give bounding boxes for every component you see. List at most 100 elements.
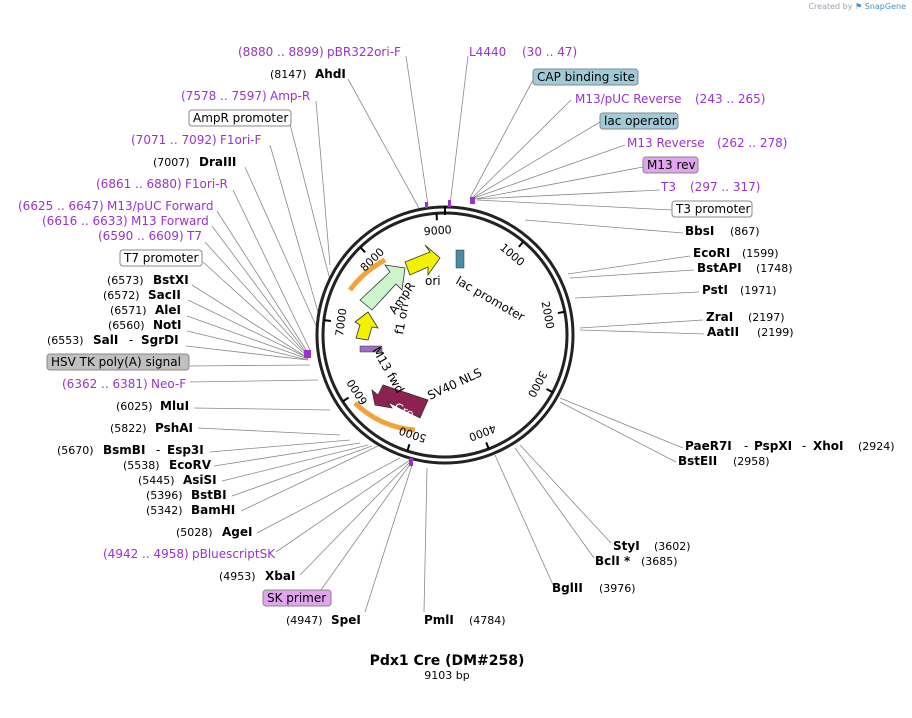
primer-mark-pbr322	[425, 202, 428, 208]
enzyme-bamhi: BamHI	[191, 503, 235, 517]
enzyme-psti-pos: (1971)	[740, 284, 777, 297]
backbone-outer	[315, 205, 575, 465]
enzyme-styi-pos: (3602)	[654, 540, 691, 553]
enzyme-alei: AleI	[155, 303, 181, 317]
terminator-box-hsv	[46, 353, 190, 371]
enzyme-bstapi: BstAPI	[697, 261, 742, 275]
enzyme-draiii: DraIII	[199, 155, 236, 169]
primer-amp-r: Amp-R	[270, 89, 310, 103]
ring-tick-label: 1000	[497, 241, 527, 269]
cre-arrow	[371, 384, 429, 419]
primer-m13puc-rev: M13/pUC Reverse	[575, 92, 682, 106]
ring-tick-mark	[485, 442, 490, 450]
ring-tick-mark	[546, 388, 554, 394]
credit-text: Created by	[808, 2, 853, 11]
primer-f1ori-f: F1ori-F	[220, 133, 261, 147]
ring-tick-label: 3000	[525, 369, 550, 400]
enzyme-bglii: BglII	[552, 581, 583, 595]
enzyme-xhoi: XhoI	[813, 439, 844, 453]
separator-dash: -	[802, 439, 806, 453]
enzyme-agei: AgeI	[222, 525, 252, 539]
ring-tick-mark	[518, 240, 525, 248]
enzyme-aatii: AatII	[707, 325, 739, 339]
separator-dash: -	[129, 333, 133, 347]
primer-l4440-range: (30 .. 47)	[522, 45, 577, 59]
enzyme-bsteii-pos: (2958)	[733, 455, 770, 468]
enzyme-pspxi: PspXI	[754, 439, 792, 453]
primer-sk-primer: SK primer	[267, 591, 326, 605]
enzyme-asisi-pos: (5445)	[138, 474, 175, 487]
enzyme-bbsi: BbsI	[685, 224, 714, 238]
primer-m13-forward-range: (6616 .. 6633)	[42, 214, 128, 228]
primer-f1ori-r: F1ori-R	[185, 177, 228, 191]
ring-features	[304, 197, 475, 466]
enzyme-xhoi-pos: (2924)	[858, 440, 895, 453]
primer-mark-l4440	[448, 200, 451, 207]
enzyme-ecorv-pos: (5538)	[123, 459, 160, 472]
enzyme-sali-pos: (6553)	[47, 334, 84, 347]
snapgene-credit: Created by ⚑ SnapGene	[808, 2, 906, 11]
feature-box-t7-promoter	[119, 249, 203, 267]
enzyme-mlui-pos: (6025)	[116, 400, 153, 413]
feature-lac-operator: lac operator	[604, 114, 677, 128]
feature-box-cap	[532, 68, 639, 86]
primer-m13-forward: M13 Forward	[131, 214, 209, 228]
ring-tick-label: 2000	[539, 300, 557, 330]
ring-tick-mark	[323, 319, 331, 322]
primer-pbluescriptsk: pBluescriptSK	[192, 547, 276, 561]
primer-pbluescriptsk-range: (4942 .. 4958)	[103, 547, 189, 561]
enzyme-sacii: SacII	[148, 288, 181, 302]
primer-m13-rev: M13 rev	[647, 158, 696, 172]
primer-m13puc-rev-range: (243 .. 265)	[695, 92, 765, 106]
primer-m13puc-fwd: M13/pUC Forward	[107, 199, 214, 213]
primer-t3-range: (297 .. 317)	[690, 180, 760, 194]
cre-highlight-arc	[353, 401, 416, 433]
enzyme-sacii-pos: (6572)	[103, 289, 140, 302]
enzyme-ecori: EcoRI	[693, 246, 730, 260]
primer-f1ori-r-range: (6861 .. 6880)	[96, 177, 182, 191]
ring-tick-mark	[342, 396, 350, 403]
primer-m13puc-fwd-range: (6625 .. 6647)	[18, 199, 104, 213]
right-labels: L4440 (30 .. 47) CAP binding site M13/pU…	[424, 45, 895, 627]
enzyme-xbai: XbaI	[265, 569, 295, 583]
primer-t3: T3	[660, 180, 676, 194]
enzyme-zrai-pos: (2197)	[748, 311, 785, 324]
lac-operator-block	[455, 249, 465, 269]
enzyme-bstxi: BstXI	[153, 273, 189, 287]
m13-fwd-block	[359, 345, 383, 353]
enzyme-ecorv: EcoRV	[169, 458, 212, 472]
feature-t7-promoter: T7 promoter	[123, 251, 199, 265]
feature-ampr-promoter: AmpR promoter	[193, 111, 288, 125]
enzyme-noti-pos: (6560)	[108, 319, 145, 332]
primer-mark-t7	[304, 350, 311, 358]
plasmid-length: 9103 bp	[424, 669, 469, 682]
enzyme-styi: StyI	[613, 539, 640, 553]
enzyme-spei-pos: (4947)	[286, 614, 323, 627]
enzyme-bamhi-pos: (5342)	[146, 504, 183, 517]
enzyme-asisi: AsiSI	[183, 473, 217, 487]
leader-lines	[185, 55, 705, 613]
ring-tick-mark	[406, 444, 411, 452]
ring-tick-label: 5000	[397, 424, 428, 445]
f1-ori-arrow	[354, 311, 379, 341]
enzyme-ahdi-pos: (8147)	[270, 68, 307, 81]
feature-lac-promoter: lac promoter	[454, 273, 528, 324]
enzyme-bcli-pos: (3685)	[641, 555, 678, 568]
ring-tick-label: 6000	[344, 377, 370, 408]
feature-box-t3-promoter	[671, 200, 753, 218]
enzyme-pmli-pos: (4784)	[469, 614, 506, 627]
feature-t3-promoter: T3 promoter	[675, 202, 751, 216]
primer-box-m13-rev	[642, 156, 699, 174]
enzyme-bbsi-pos: (867)	[730, 225, 760, 238]
ring-tick-label: 4000	[467, 421, 498, 443]
enzyme-pmli: PmlI	[424, 613, 454, 627]
enzyme-ahdi: AhdI	[315, 67, 346, 81]
primer-neo-f-range: (6362 .. 6381)	[62, 377, 148, 391]
ampr-arrow	[359, 264, 406, 311]
primer-neo-f: Neo-F	[151, 377, 186, 391]
enzyme-bsmbi-pos: (5670)	[57, 444, 94, 457]
feature-box-lac-operator	[599, 112, 679, 130]
enzyme-bstapi-pos: (1748)	[756, 262, 793, 275]
ring-tick-label: 7000	[333, 308, 349, 337]
